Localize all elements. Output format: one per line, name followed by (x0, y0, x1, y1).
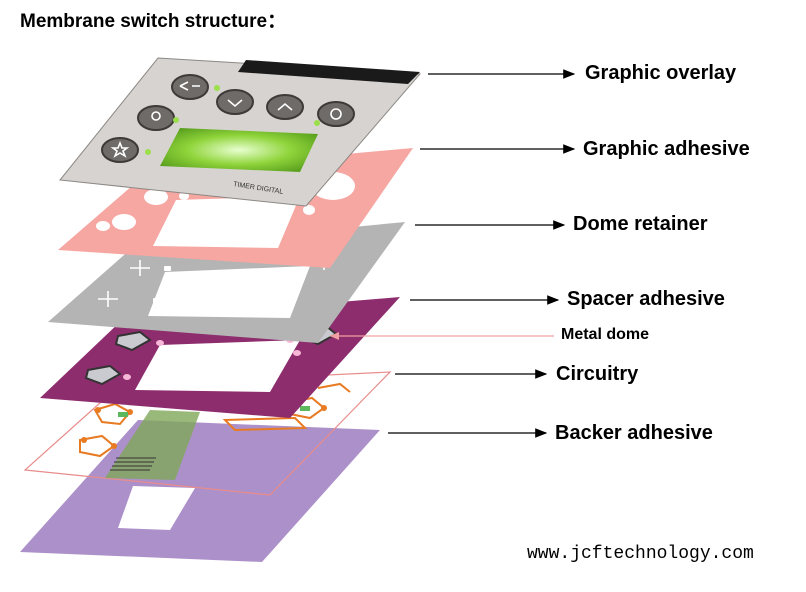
website-url: www.jcftechnology.com (527, 544, 754, 564)
label-graphic-adhesive: Graphic adhesive (583, 138, 750, 160)
arrows-icon (179, 81, 200, 91)
power-icon (330, 108, 342, 120)
overlay-buttons (101, 74, 355, 163)
overlay-black-band (238, 60, 420, 84)
button-down (216, 89, 254, 115)
arrow-metal-dome-head (330, 332, 339, 340)
bulb-icon (151, 111, 161, 121)
label-circuitry: Circuitry (556, 363, 639, 385)
backer-window (118, 486, 195, 530)
lcd-window (160, 128, 318, 172)
button-star (101, 137, 139, 163)
diagram-title: Membrane switch structure： (20, 11, 287, 32)
label-dome-retainer: Dome retainer (573, 213, 708, 235)
button-up (266, 94, 304, 120)
leader-arrows (388, 69, 576, 438)
chevron-up-icon (277, 102, 293, 111)
star-icon (110, 140, 130, 158)
chevron-down-icon (227, 99, 243, 108)
label-spacer-adhesive: Spacer adhesive (567, 288, 725, 310)
spacer-window (135, 340, 300, 392)
label-backer-adhesive: Backer adhesive (555, 422, 713, 444)
button-light (137, 105, 175, 131)
retainer-window (148, 266, 310, 318)
label-metal-dome: Metal dome (561, 326, 650, 343)
adhesive-window (153, 196, 300, 248)
button-1 (171, 74, 209, 100)
backer-adhesive-layer (20, 420, 380, 562)
label-graphic-overlay: Graphic overlay (585, 62, 737, 84)
graphic-overlay-layer: TIMER DIGITAL (59, 57, 422, 207)
button-power (317, 101, 355, 127)
